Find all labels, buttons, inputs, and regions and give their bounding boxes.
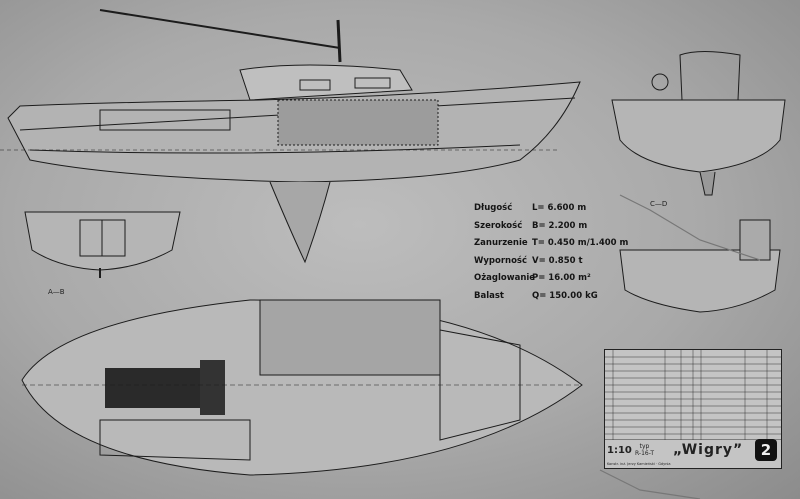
spec-label: Zanurzenie [474,238,528,248]
sheet-number: 2 [755,439,777,461]
spec-label: Balast [474,290,504,301]
spec-row: Wyporność V= 0.850 t [474,253,628,271]
designer-credit: Konstr. inż. Jerzy Kamieński · Gdynia [607,462,671,466]
section-a-b [24,211,181,278]
spec-value: P= 16.00 m² [532,273,591,283]
side-profile-view [0,9,581,264]
spec-label: Ożaglowanie [474,273,536,283]
spec-value: L= 6.600 m [532,203,587,213]
spec-row: Szerokość B= 2.200 m [474,218,628,236]
parts-list-grid [605,350,781,440]
type-value: R-16-T [635,450,655,457]
spec-label: Szerokość [474,220,523,231]
section-c-d [611,51,786,313]
spec-label: Długość [474,203,513,213]
specifications-table: Długość L= 6.600 m Szerokość B= 2.200 m Za… [474,200,628,305]
spec-row: Balast Q= 150.00 kG [474,288,628,306]
spec-value: Q= 150.00 kG [532,290,598,301]
deck-plan-view [21,299,583,476]
spec-value: T= 0.450 m/1.400 m [532,238,629,248]
spec-row: Długość L= 6.600 m [474,200,628,218]
scale-label: 1:10 [607,445,632,456]
spec-row: Zanurzenie T= 0.450 m/1.400 m [474,235,628,253]
spec-value: V= 0.850 t [532,255,583,266]
section-label-a-b: A—B [48,288,65,296]
type-label: typ [639,443,650,450]
spec-label: Wyporność [474,255,528,266]
section-label-c-d: C—D [650,200,668,208]
boat-name: „Wigry” [673,442,744,458]
spec-value: B= 2.200 m [532,220,588,231]
